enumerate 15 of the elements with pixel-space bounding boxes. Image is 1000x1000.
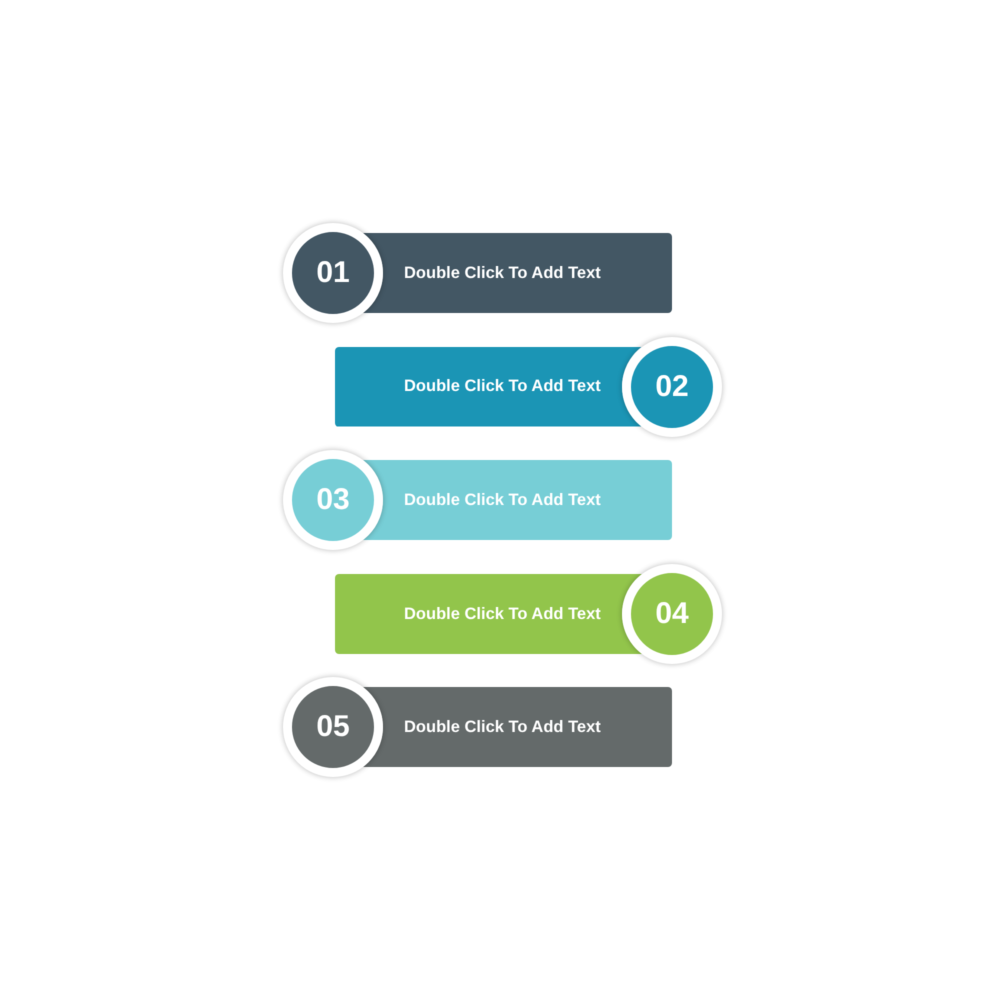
step-number: 03 — [316, 485, 350, 515]
banner-bar — [335, 346, 642, 426]
banner-bar — [363, 687, 672, 767]
banner-text: Double Click To Add Text — [404, 716, 601, 738]
banner-text: Double Click To Add Text — [404, 376, 601, 397]
banner-text: Double Click To Add Text — [404, 604, 601, 624]
banner-text: Double Click To Add Text — [404, 262, 601, 284]
step-number: 05 — [316, 712, 350, 742]
step-number: 01 — [316, 258, 350, 288]
banner-bar — [363, 460, 672, 540]
step-number: 04 — [655, 599, 689, 629]
step-number: 02 — [655, 372, 689, 402]
banner-text: Double Click To Add Text — [404, 490, 601, 510]
banner-bar — [335, 574, 642, 654]
banner-bar — [363, 233, 672, 313]
